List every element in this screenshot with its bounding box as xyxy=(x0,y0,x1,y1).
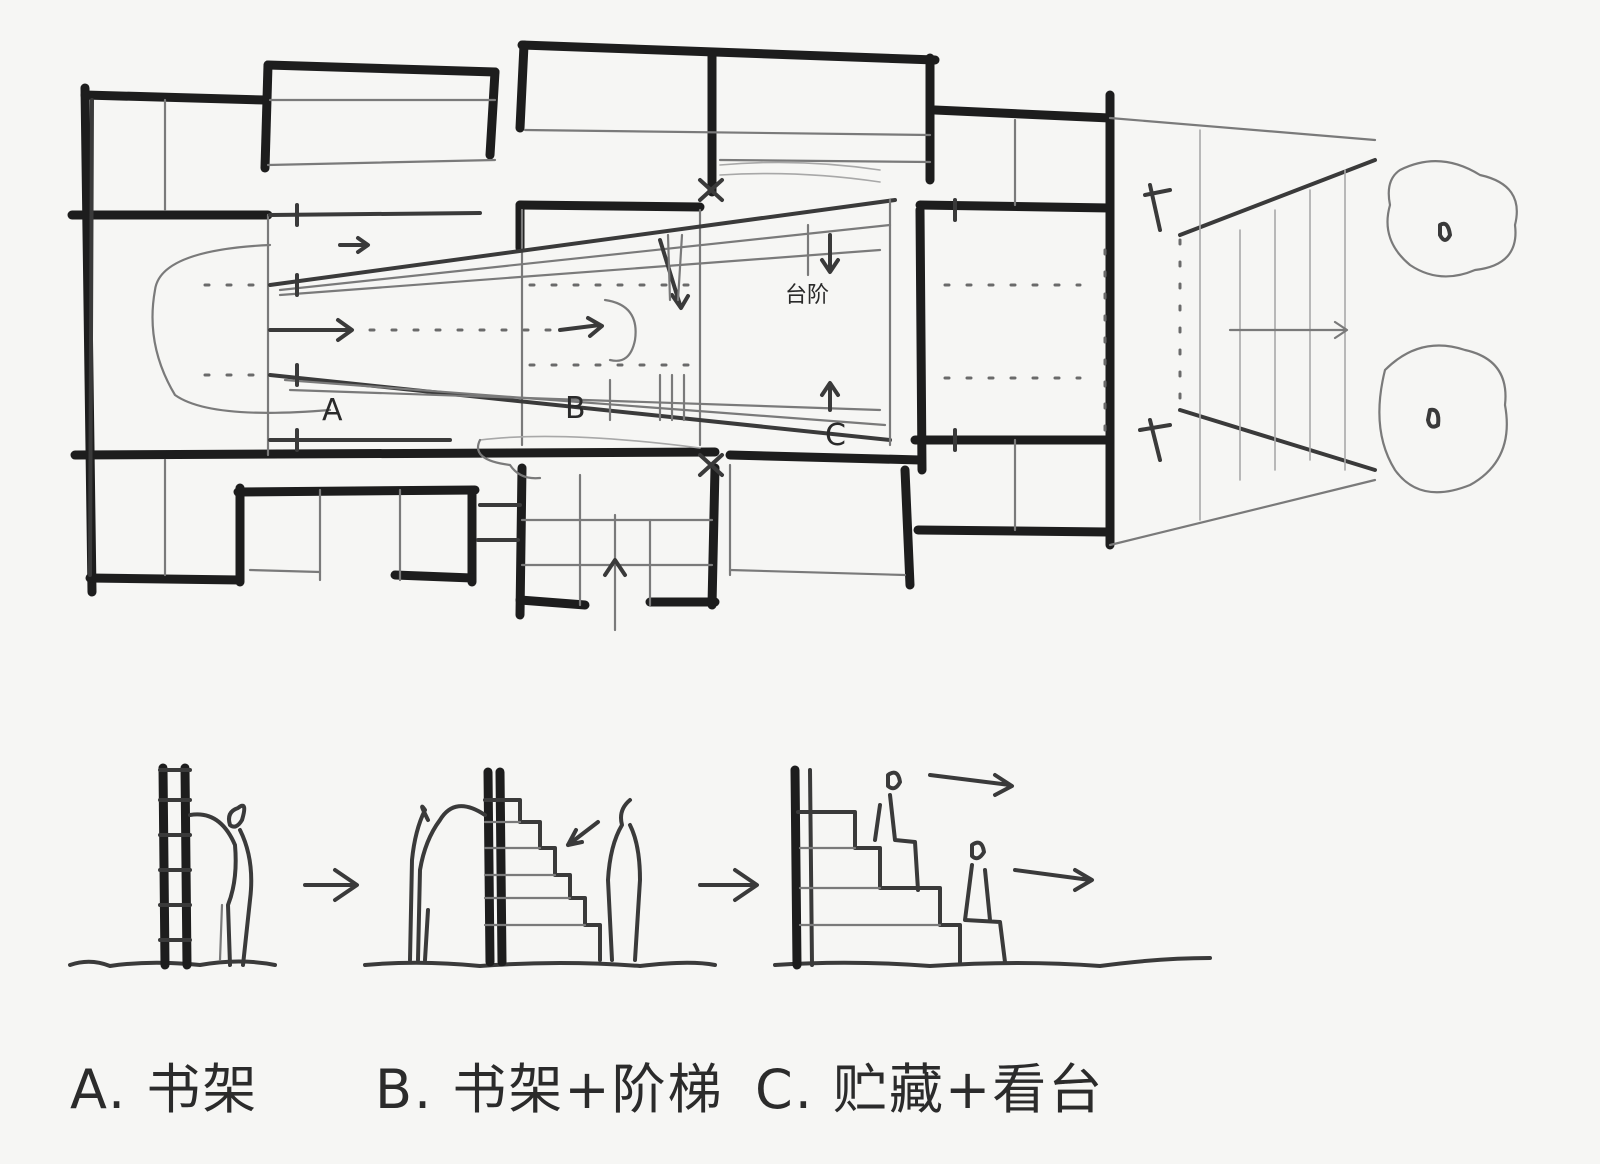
plan-corridor xyxy=(151,161,1182,480)
section-b-bookshelf-steps xyxy=(363,767,717,968)
caption-a: A. 书架 xyxy=(70,1058,259,1121)
plan-label-b: B xyxy=(565,391,586,426)
arrow-b-to-c xyxy=(698,868,759,902)
section-c-storage-seating xyxy=(773,765,1212,970)
arrow-a-to-b xyxy=(303,868,359,902)
plan-label-steps: 台阶 xyxy=(785,283,829,308)
caption-c: C. 贮藏+看台 xyxy=(755,1058,1105,1121)
plan-light-lines xyxy=(88,98,1017,632)
caption-b: B. 书架+阶梯 xyxy=(375,1058,724,1121)
plan-label-a: A xyxy=(322,393,343,428)
section-a-bookshelf xyxy=(68,763,277,970)
plan-label-c: C xyxy=(825,418,846,453)
plan-walls xyxy=(67,40,1115,620)
plan-right-space xyxy=(1108,116,1518,547)
